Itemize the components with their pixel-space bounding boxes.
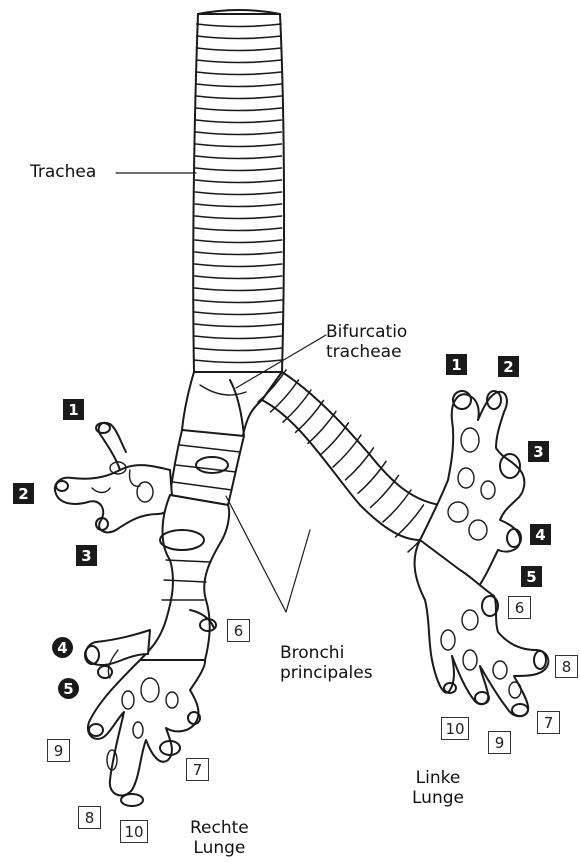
left-segment-8-badge: 8 — [555, 655, 578, 678]
bronchi-principales-label: Bronchi principales — [280, 643, 373, 683]
right-main-bronchus — [170, 430, 244, 505]
linke-label-line1: Linke — [412, 768, 464, 788]
right-segment-5-badge: 5 — [58, 678, 79, 699]
left-segment-4-badge: 4 — [530, 524, 551, 545]
rechte-label-line1: Rechte — [190, 818, 249, 838]
bronchi-leader-left — [286, 530, 310, 612]
bifurcatio-label-line1: Bifurcatio — [326, 322, 407, 342]
bronchi-label-line2: principales — [280, 663, 373, 683]
linke-lunge-label: Linke Lunge — [412, 768, 464, 808]
rechte-lunge-label: Rechte Lunge — [190, 818, 249, 858]
left-segment-7-badge: 7 — [537, 711, 560, 734]
bifurcation-shape — [182, 372, 282, 440]
bifurcatio-label: Bifurcatio tracheae — [326, 322, 407, 362]
right-segment-4-badge: 4 — [52, 637, 73, 658]
left-segment-2-badge: 2 — [498, 356, 519, 377]
right-segment-10-badge: 10 — [120, 820, 148, 843]
right-segment-8-badge: 8 — [78, 806, 101, 829]
rechte-label-line2: Lunge — [190, 838, 249, 858]
bifurcatio-label-line2: tracheae — [326, 342, 407, 362]
right-segment-2-badge: 2 — [13, 483, 34, 504]
left-segment-3-badge: 3 — [528, 441, 549, 462]
right-segment-9-badge: 9 — [47, 739, 70, 762]
left-main-bronchus — [258, 370, 440, 552]
right-segment-3-badge: 3 — [76, 545, 97, 566]
bronchi-leader-right — [226, 496, 286, 612]
trachea-label: Trachea — [30, 162, 96, 182]
trachea-shape — [193, 10, 284, 372]
left-segment-6-badge: 6 — [508, 596, 531, 619]
left-segment-1-badge: 1 — [446, 354, 467, 375]
left-segment-10-badge: 10 — [441, 717, 469, 740]
right-segment-6-badge: 6 — [227, 619, 250, 642]
bronchi-label-line1: Bronchi — [280, 643, 373, 663]
right-segment-1-badge: 1 — [63, 399, 84, 420]
linke-label-line2: Lunge — [412, 788, 464, 808]
left-segment-9-badge: 9 — [488, 731, 511, 754]
right-segment-7-badge: 7 — [186, 758, 209, 781]
right-upper-lobe — [55, 423, 172, 533]
left-segment-5-badge: 5 — [521, 566, 542, 587]
